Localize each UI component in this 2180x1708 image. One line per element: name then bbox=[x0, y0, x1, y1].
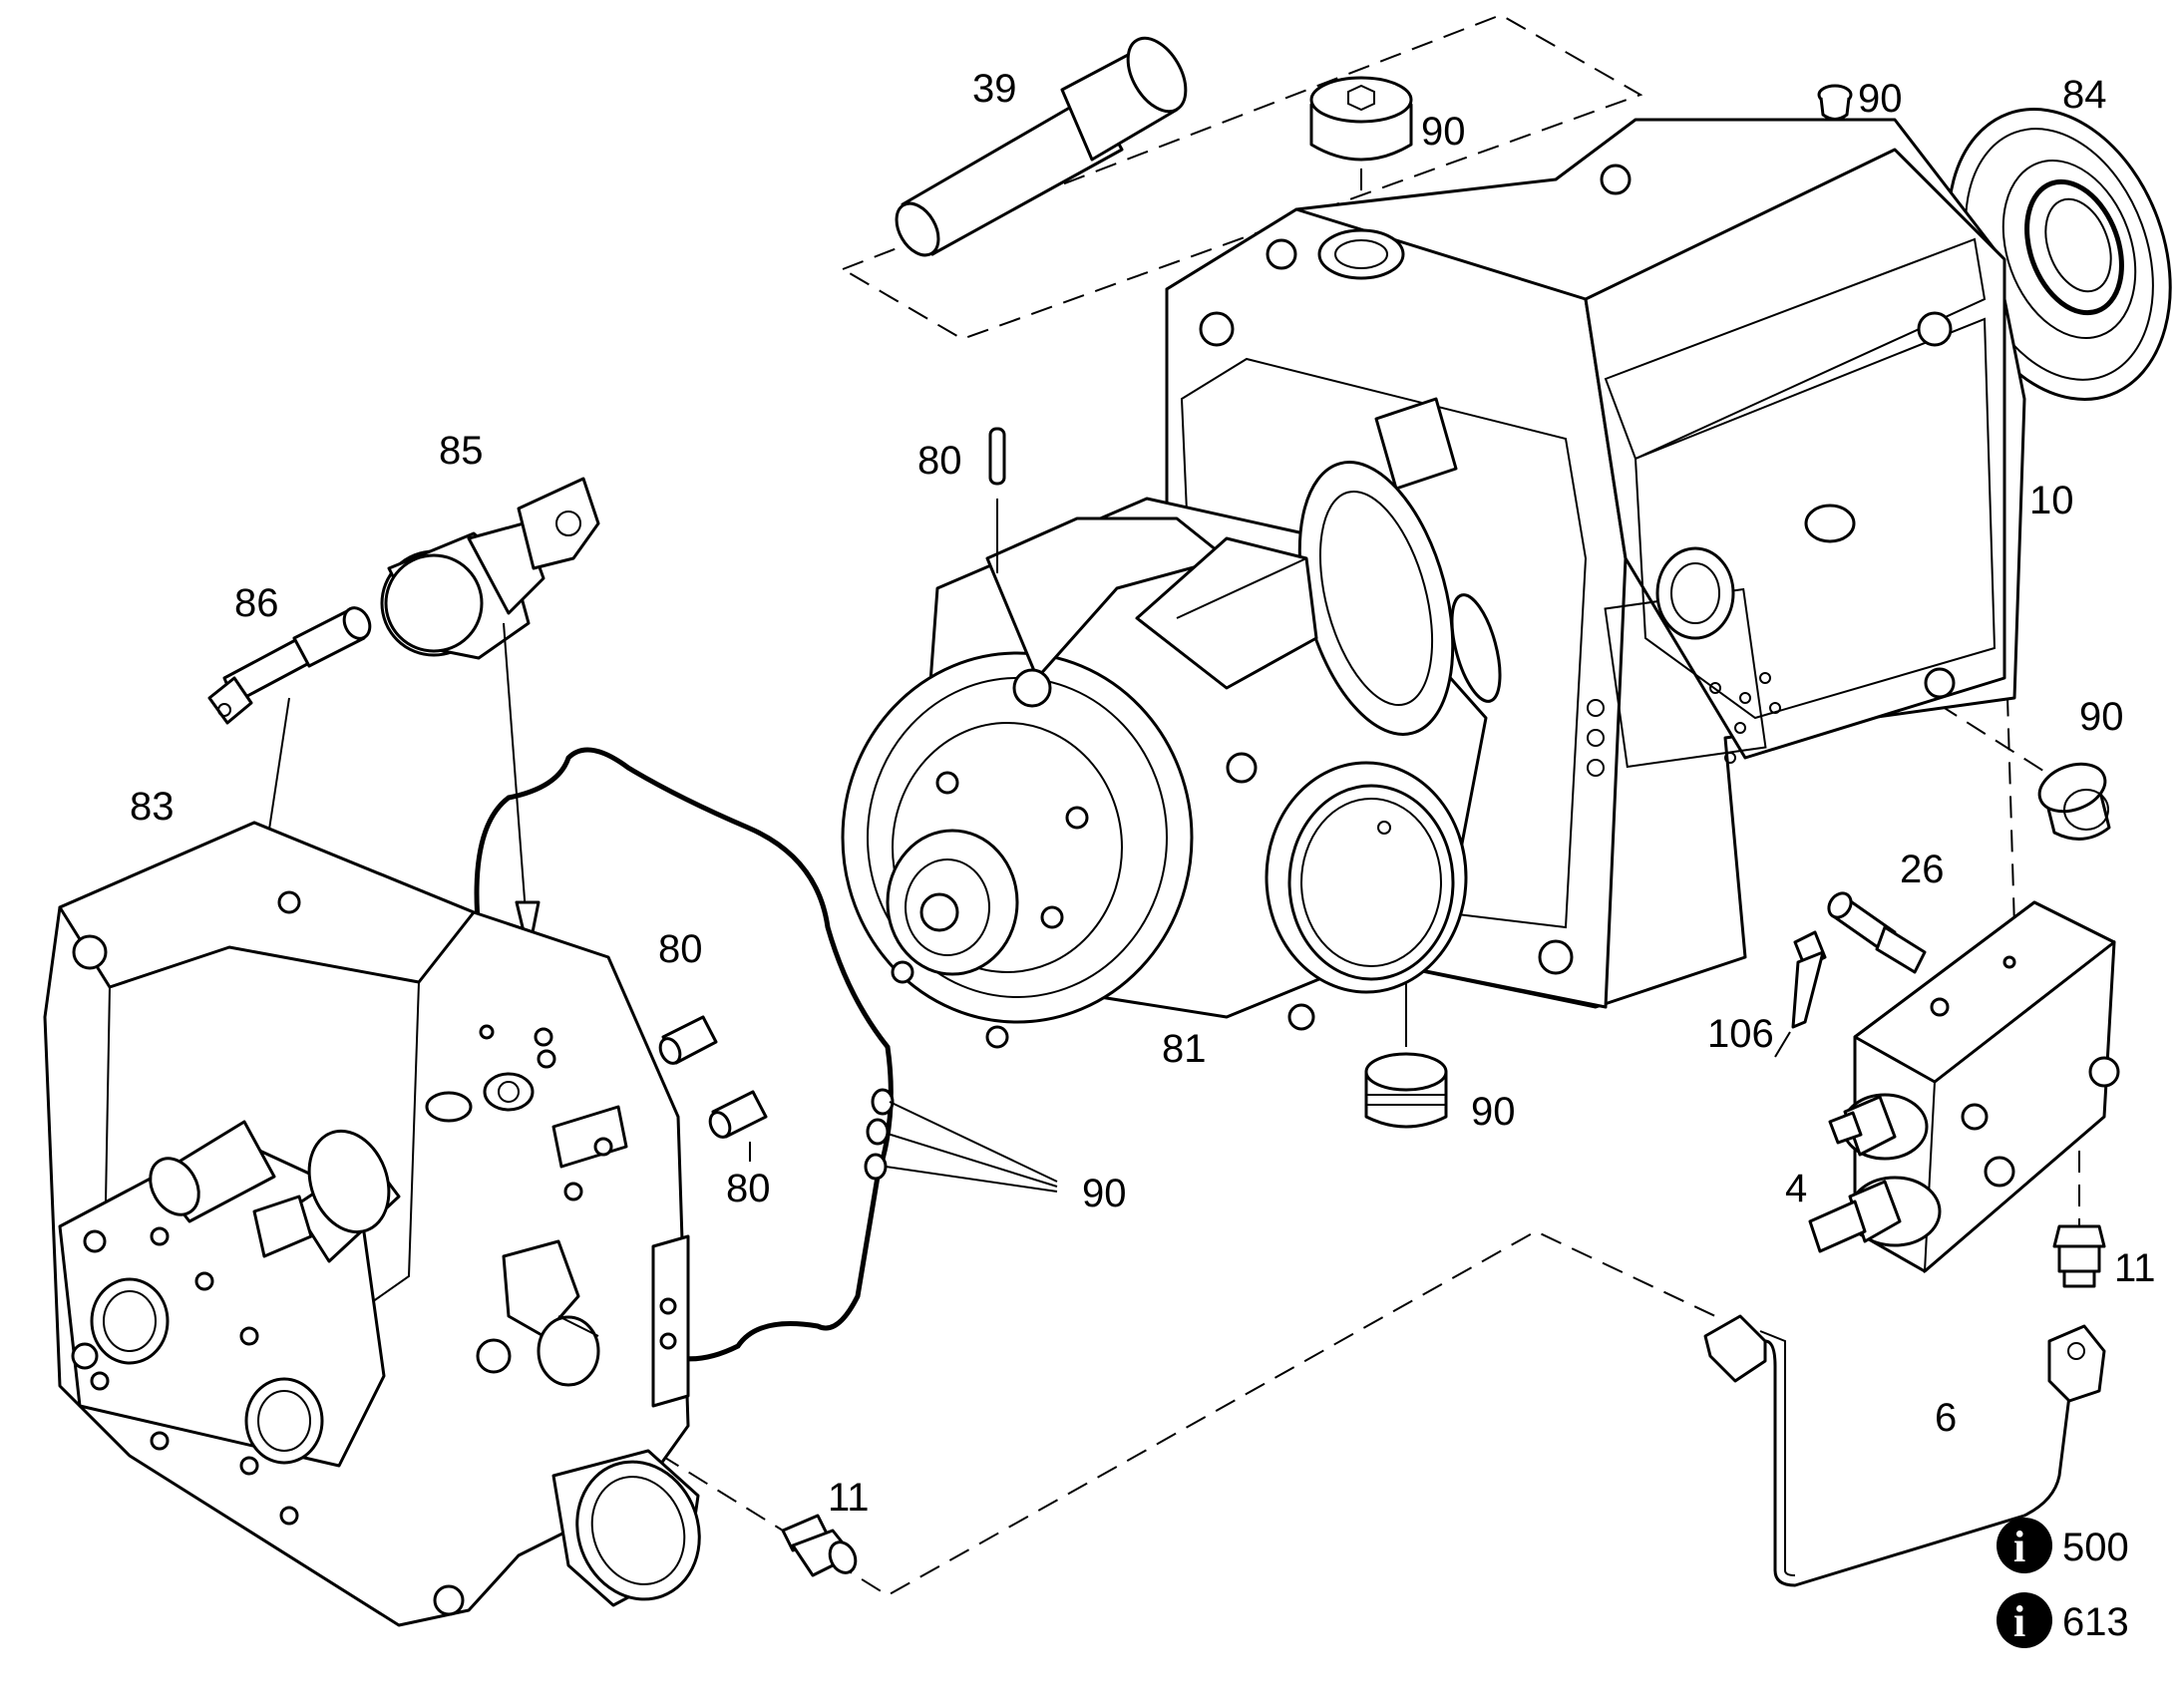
bolt-39 bbox=[895, 36, 1188, 257]
pipe-reference-line bbox=[572, 1229, 1716, 1597]
bolt-reference-frame bbox=[840, 13, 1643, 341]
callout-80-top: 80 bbox=[917, 439, 962, 483]
pipe-6 bbox=[1703, 1314, 2106, 1587]
callout-10: 10 bbox=[2029, 479, 2074, 522]
callout-6: 6 bbox=[1935, 1396, 1957, 1440]
valve-cartridge-upper bbox=[1828, 1093, 1929, 1161]
plug-90-right bbox=[2037, 762, 2111, 841]
info-circle-icon bbox=[1997, 1592, 2052, 1648]
stud-26 bbox=[1827, 891, 1927, 974]
pin-80-low bbox=[708, 1090, 768, 1139]
pin-80-top bbox=[988, 427, 1006, 486]
info-glyph: i bbox=[2013, 1597, 2025, 1646]
callout-83: 83 bbox=[130, 785, 175, 829]
callout-106: 106 bbox=[1707, 1012, 1774, 1056]
control-piston-85 bbox=[380, 477, 600, 660]
plug-90-bottom bbox=[1364, 1052, 1448, 1129]
pin-80-mid bbox=[658, 1015, 718, 1065]
callout-90-right: 90 bbox=[2079, 695, 2124, 739]
callout-81: 81 bbox=[1162, 1027, 1207, 1071]
valve-86 bbox=[207, 606, 372, 725]
callout-90-orings: 90 bbox=[1082, 1172, 1127, 1215]
callout-39: 39 bbox=[972, 67, 1017, 111]
valve-block bbox=[1808, 900, 2120, 1274]
plug-90-top-right bbox=[1817, 84, 1853, 121]
nozzle-106 bbox=[1791, 930, 1827, 1029]
fitting-11-bottom bbox=[781, 1514, 858, 1577]
info-glyph: i bbox=[2013, 1523, 2025, 1571]
rotary-group-81 bbox=[841, 461, 1502, 1049]
callout-11-right: 11 bbox=[2114, 1246, 2156, 1290]
callout-26: 26 bbox=[1900, 848, 1945, 891]
callout-90-top: 90 bbox=[1421, 110, 1466, 154]
info-reference-613[interactable]: i 613 bbox=[1997, 1592, 2129, 1648]
callout-84: 84 bbox=[2062, 73, 2107, 117]
o-rings-90 bbox=[864, 1088, 895, 1181]
callout-80-mid: 80 bbox=[658, 927, 703, 971]
callout-4: 4 bbox=[1785, 1167, 1807, 1210]
control-housing-83 bbox=[43, 821, 701, 1627]
info-reference-500[interactable]: i 500 bbox=[1997, 1518, 2129, 1573]
plug-90-top bbox=[1309, 76, 1413, 162]
callout-85: 85 bbox=[439, 429, 484, 473]
valve-cartridge-lower bbox=[1808, 1176, 1942, 1253]
callout-11-bottom: 11 bbox=[828, 1476, 870, 1520]
info-ref-500: 500 bbox=[2062, 1526, 2129, 1569]
callout-90-bottom: 90 bbox=[1471, 1090, 1516, 1134]
gasket bbox=[474, 747, 894, 1362]
info-circle-icon bbox=[1997, 1518, 2052, 1573]
callout-80-low: 80 bbox=[726, 1167, 771, 1210]
callout-90-top-right: 90 bbox=[1858, 77, 1903, 121]
info-ref-613: 613 bbox=[2062, 1600, 2129, 1644]
fitting-11-right bbox=[2052, 1224, 2106, 1288]
callout-86: 86 bbox=[234, 581, 279, 625]
